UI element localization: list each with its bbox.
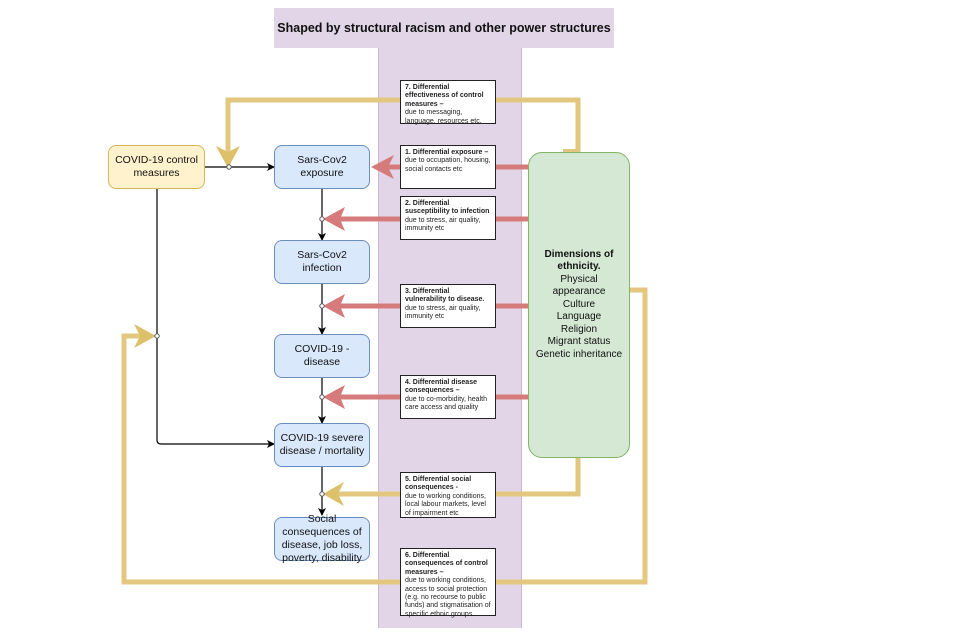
social-consequences-box: Social consequences of disease, job loss… [274,513,370,564]
note-4-title: 4. Differential disease consequences – [405,379,477,395]
note-2-body: due to stress, air quality, immunity etc [405,216,481,233]
severe-disease-box: COVID-19 severe disease / mortality [274,423,370,467]
gold-arrowhead-7 [216,146,240,168]
ethnicity-title: Dimensions of ethnicity. [544,248,614,273]
note-6-control-consequences: 6. Differential consequences of control … [400,548,496,618]
disease-label: COVID-19 -disease [294,342,350,368]
ethnicity-item: Genetic inheritance [535,348,623,360]
exposure-box: Sars-Cov2 exposure [274,145,370,189]
note-2-title: 2. Differential susceptibility to infect… [405,200,490,216]
gold-connector-6 [121,287,648,585]
control-measures-box: COVID-19 control measures [108,145,205,189]
note-7-effectiveness: 7. Differential effectiveness of control… [400,80,496,125]
junction-dots [154,164,325,497]
gold-arrowhead-6 [134,324,156,348]
social-consequences-label: Social consequences of disease, job loss… [281,512,363,565]
note-5-social-consequences: 5. Differential social consequences - du… [400,472,496,518]
disease-box: COVID-19 -disease [274,334,370,378]
note-7-body: due to messaging, language, resources et… [405,109,482,125]
ethnicity-item: Migrant status [547,336,611,348]
note-4-disease-consequences: 4. Differential disease consequences – d… [400,375,496,419]
note-5-title: 5. Differential social consequences - [405,476,472,492]
control-measures-label: COVID-19 control measures [115,153,198,179]
note-3-title: 3. Differential vulnerability to disease… [405,288,485,304]
diagram-title: Shaped by structural racism and other po… [277,21,611,35]
gold-connector-7 [216,97,581,168]
ethnicity-box: Dimensions of ethnicity. Physical appear… [528,152,630,458]
ethnicity-item: Religion [560,323,598,335]
infection-box: Sars-Cov2 infection [274,240,370,284]
note-1-exposure: 1. Differential exposure – due to occupa… [400,145,496,189]
note-3-vulnerability: 3. Differential vulnerability to disease… [400,284,496,328]
note-2-susceptibility: 2. Differential susceptibility to infect… [400,196,496,240]
structural-racism-header-bg [274,8,614,48]
severe-disease-label: COVID-19 severe disease / mortality [279,431,365,457]
note-7-title: 7. Differential effectiveness of control… [405,84,484,108]
infection-label: Sars-Cov2 infection [297,248,347,274]
exposure-label: Sars-Cov2 exposure [297,153,347,179]
note-5-body: due to working conditions, local labour … [405,492,486,517]
gold-arrowhead-5 [323,482,344,506]
ethnicity-item: Language [556,311,602,323]
note-6-title: 6. Differential consequences of control … [405,552,488,576]
note-6-body: due to working conditions, access to soc… [405,577,491,618]
note-1-title: 1. Differential exposure – [405,149,489,156]
note-4-body: due to co-morbidity, health care access … [405,395,487,412]
black-flow-lines [156,163,326,516]
ethnicity-item: Culture [562,298,596,310]
note-1-body: due to occupation, housing, social conta… [405,157,491,173]
ethnicity-item: Physical appearance [552,273,606,298]
note-3-body: due to stress, air quality, immunity etc [405,304,481,321]
